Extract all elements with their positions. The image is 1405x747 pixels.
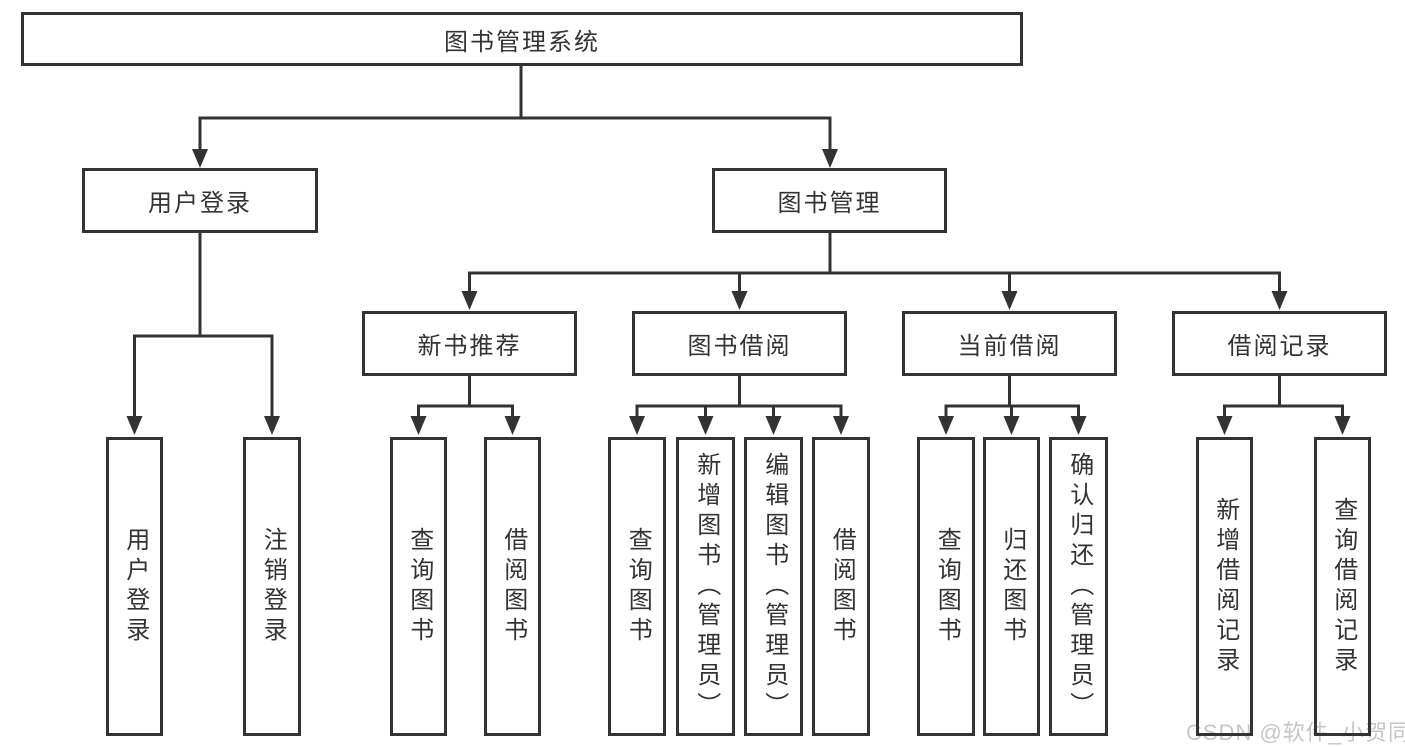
node-label: 确认归还（管理员） <box>1065 451 1093 722</box>
leaf-return-books: 归还图书 <box>983 437 1040 736</box>
node-label: 用户登录 <box>121 526 149 647</box>
node-label: 新增图书（管理员） <box>692 451 720 722</box>
node-book-borrowing: 图书借阅 <box>632 311 847 376</box>
node-label: 归还图书 <box>998 526 1026 647</box>
node-current-borrowing: 当前借阅 <box>902 311 1117 376</box>
leaf-edit-book-admin: 编辑图书（管理员） <box>744 437 803 736</box>
node-label: 新增借阅记录 <box>1211 496 1239 677</box>
leaf-query-books-recommend: 查询图书 <box>390 437 447 736</box>
node-root: 图书管理系统 <box>21 12 1023 66</box>
leaf-add-borrow-record: 新增借阅记录 <box>1196 437 1253 736</box>
node-book-management: 图书管理 <box>712 168 947 233</box>
node-label: 图书管理 <box>777 190 882 217</box>
node-label: 当前借阅 <box>957 333 1062 360</box>
node-label: 新书推荐 <box>417 333 522 360</box>
leaf-query-books-current: 查询图书 <box>917 437 975 736</box>
node-label: 用户登录 <box>148 190 252 217</box>
leaf-query-borrow-record: 查询借阅记录 <box>1314 437 1371 736</box>
node-label: 图书借阅 <box>687 333 792 360</box>
node-label: 编辑图书（管理员） <box>760 451 788 722</box>
node-new-book-recommend: 新书推荐 <box>362 311 577 376</box>
leaf-confirm-return-admin: 确认归还（管理员） <box>1049 437 1108 736</box>
leaf-borrow-books-borrowing: 借阅图书 <box>812 437 870 736</box>
node-borrowing-records: 借阅记录 <box>1172 311 1387 376</box>
node-label: 图书管理系统 <box>444 28 600 56</box>
leaf-logout: 注销登录 <box>243 437 301 736</box>
leaf-add-book-admin: 新增图书（管理员） <box>676 437 735 736</box>
node-label: 查询图书 <box>624 526 652 647</box>
node-user-login: 用户登录 <box>82 168 318 233</box>
node-label: 查询图书 <box>405 526 433 647</box>
node-label: 注销登录 <box>259 526 287 647</box>
node-label: 查询图书 <box>933 526 961 647</box>
node-label: 借阅图书 <box>828 526 856 647</box>
leaf-borrow-books-recommend: 借阅图书 <box>484 437 541 736</box>
leaf-query-books-borrowing: 查询图书 <box>608 437 666 736</box>
node-label: 借阅图书 <box>499 526 527 647</box>
leaf-user-login: 用户登录 <box>106 437 163 736</box>
node-label: 借阅记录 <box>1227 333 1332 360</box>
node-label: 查询借阅记录 <box>1329 496 1357 677</box>
